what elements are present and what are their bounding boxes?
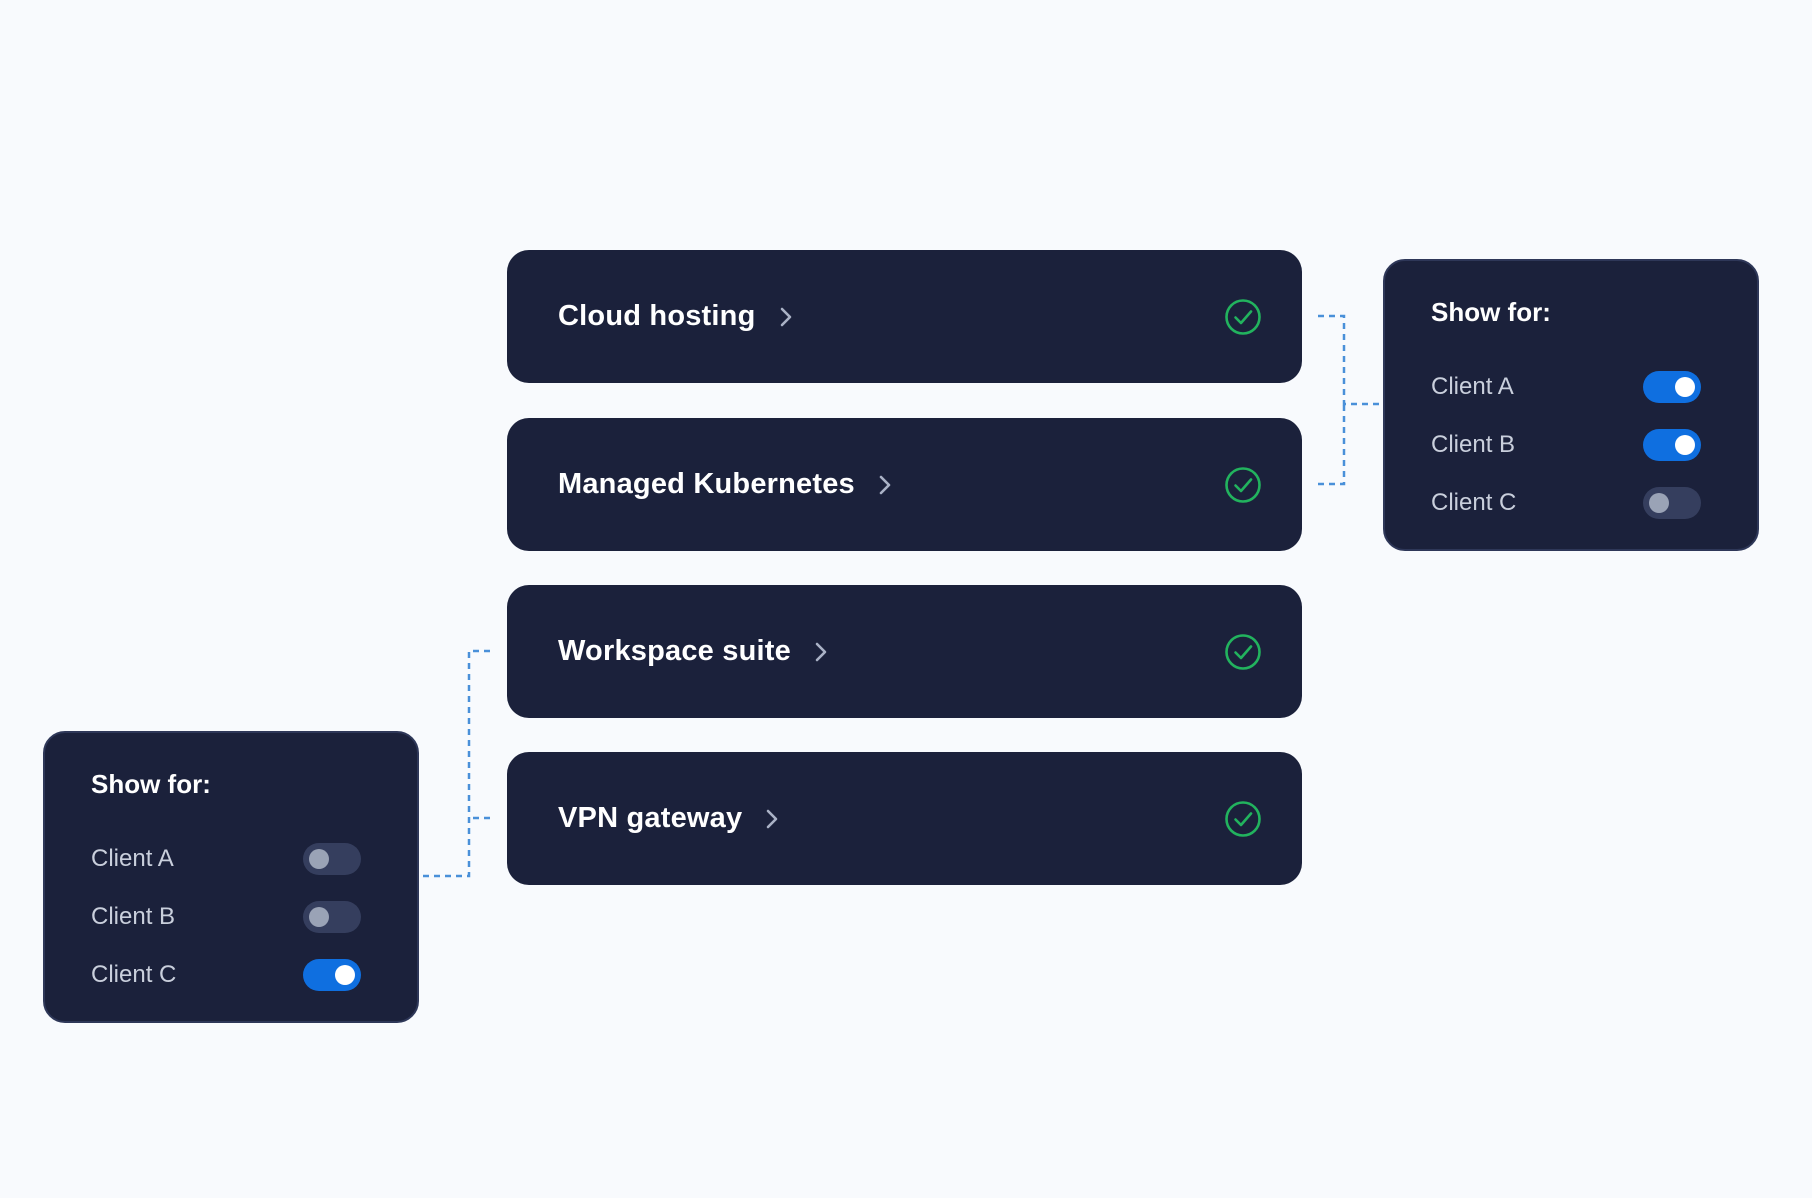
check-circle-icon — [1225, 298, 1261, 335]
panel-title: Show for: — [91, 769, 211, 799]
client-label: Client B — [91, 903, 176, 930]
toggle-knob — [309, 849, 329, 869]
toggle-knob — [309, 907, 329, 927]
service-title: Workspace suite — [558, 635, 791, 667]
connector-workspace-suite — [420, 649, 490, 878]
service-card-workspace-suite[interactable]: Workspace suite — [507, 585, 1302, 718]
client-row-c: Client C — [1431, 474, 1701, 532]
client-c-toggle[interactable] — [303, 959, 361, 991]
client-label: Client B — [1431, 431, 1516, 458]
panel-title: Show for: — [1431, 297, 1551, 327]
client-row-c: Client C — [91, 946, 361, 1004]
toggle-knob — [1675, 435, 1695, 455]
client-row-b: Client B — [91, 888, 361, 946]
service-card-cloud-hosting[interactable]: Cloud hosting — [507, 250, 1302, 383]
client-row-b: Client B — [1431, 416, 1701, 474]
visibility-panel-bottom: Show for: Client A Client B Client C — [43, 731, 419, 1023]
chevron-right-icon[interactable] — [813, 641, 829, 663]
check-circle-icon — [1225, 466, 1261, 503]
client-b-toggle[interactable] — [303, 901, 361, 933]
service-title: Managed Kubernetes — [558, 468, 855, 500]
client-label: Client C — [91, 961, 177, 988]
connector-cloud-hosting — [1318, 314, 1382, 406]
chevron-right-icon[interactable] — [877, 474, 893, 496]
client-c-toggle[interactable] — [1643, 487, 1701, 519]
toggle-knob — [1675, 377, 1695, 397]
service-title: VPN gateway — [558, 802, 743, 834]
client-row-a: Client A — [1431, 358, 1701, 416]
client-row-a: Client A — [91, 830, 361, 888]
client-label: Client A — [91, 845, 174, 872]
chevron-right-icon[interactable] — [778, 306, 794, 328]
check-circle-icon — [1225, 633, 1261, 670]
client-a-toggle[interactable] — [303, 843, 361, 875]
client-label: Client C — [1431, 489, 1517, 516]
chevron-right-icon[interactable] — [764, 808, 780, 830]
toggle-knob — [335, 965, 355, 985]
service-card-managed-kubernetes[interactable]: Managed Kubernetes — [507, 418, 1302, 551]
toggle-knob — [1649, 493, 1669, 513]
visibility-panel-top: Show for: Client A Client B Client C — [1383, 259, 1759, 551]
service-title: Cloud hosting — [558, 300, 756, 332]
client-label: Client A — [1431, 373, 1514, 400]
service-card-vpn-gateway[interactable]: VPN gateway — [507, 752, 1302, 885]
connector-managed-kubernetes — [1318, 404, 1346, 486]
check-circle-icon — [1225, 800, 1261, 837]
client-b-toggle[interactable] — [1643, 429, 1701, 461]
client-a-toggle[interactable] — [1643, 371, 1701, 403]
